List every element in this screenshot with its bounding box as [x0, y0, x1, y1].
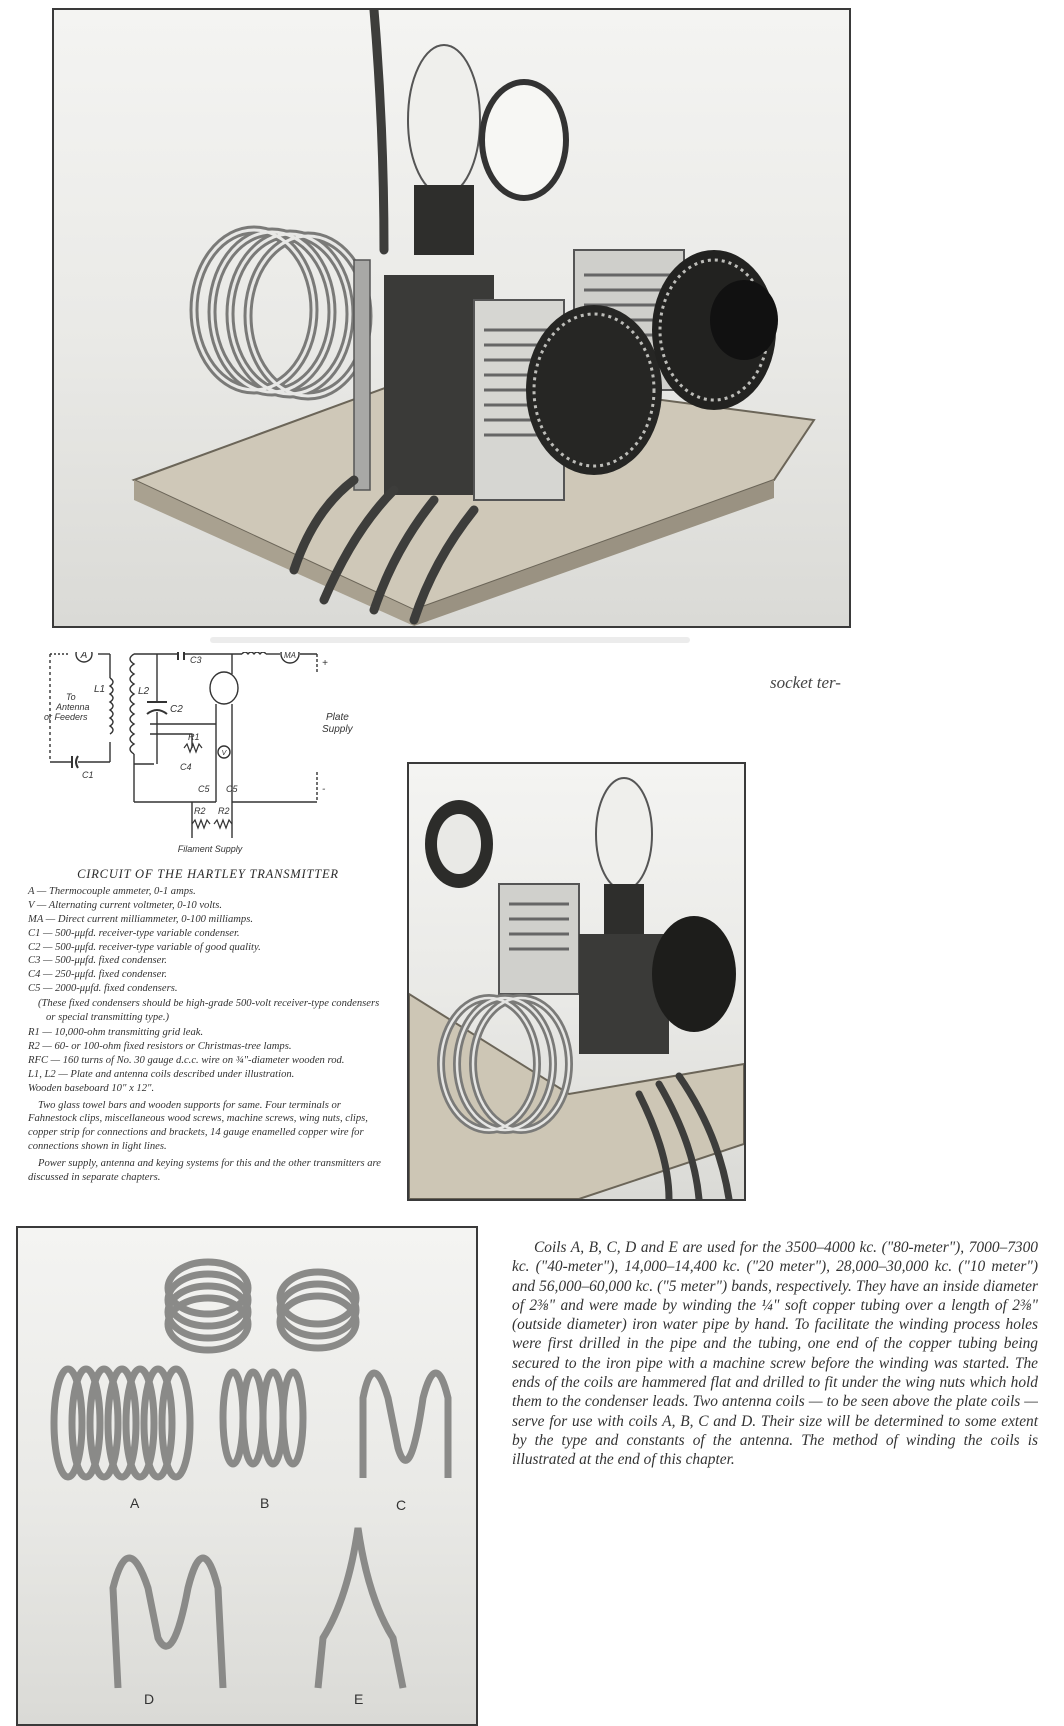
parts-list-title: CIRCUIT OF THE HARTLEY TRANSMITTER [77, 867, 339, 881]
transmitter-rear-illustration [409, 777, 744, 1199]
parts-item: C1 — 500-μμfd. receiver-type variable co… [28, 927, 240, 939]
hartley-circuit-schematic: A MA V C3 L1 L2 C2 R1 C4 C5 C5 R2 R2 C1 … [42, 652, 372, 862]
hartley-transmitter-photo [52, 8, 851, 628]
parts-item: A — Thermocouple ammeter, 0-1 amps. [28, 885, 196, 897]
label-plate-2: Supply [322, 724, 354, 735]
parts-item: R2 — 60- or 100-ohm fixed resistors or C… [28, 1040, 292, 1052]
parts-paragraph: Power supply, antenna and keying systems… [28, 1158, 381, 1184]
faded-caption-strip [210, 637, 690, 643]
parts-paragraph: Two glass towel bars and wooden supports… [28, 1099, 368, 1153]
label-c5-left: C5 [198, 784, 210, 794]
label-c1: C1 [82, 770, 94, 780]
parts-item: C2 — 500-μμfd. receiver-type variable of… [28, 941, 261, 953]
parts-item: MA — Direct current milliammeter, 0-100 … [28, 913, 253, 925]
label-milliammeter: MA [284, 652, 296, 660]
label-c5-right: C5 [226, 784, 238, 794]
label-c2: C2 [170, 704, 183, 715]
label-voltmeter: V [222, 750, 228, 757]
parts-item: RFC — 160 turns of No. 30 gauge d.c.c. w… [28, 1054, 345, 1066]
label-l1: L1 [94, 684, 105, 695]
coils-illustration: A B C D E [50, 1258, 452, 1707]
coil-label: E [354, 1691, 363, 1707]
label-c4: C4 [180, 762, 192, 772]
coil-label: D [144, 1691, 154, 1707]
parts-item: C3 — 500-μμfd. fixed condenser. [28, 955, 167, 967]
transmitter-illustration [131, 10, 816, 626]
parts-note: (These fixed condensers should be high-g… [38, 998, 380, 1024]
transmitter-rear-view-photo [407, 762, 746, 1201]
parts-list: CIRCUIT OF THE HARTLEY TRANSMITTER A — T… [28, 867, 388, 1185]
parts-item: V — Alternating current voltmeter, 0-10 … [28, 899, 223, 911]
label-ammeter: A [80, 652, 88, 661]
coil-label: C [396, 1497, 406, 1513]
label-minus: - [322, 784, 326, 795]
label-l2: L2 [138, 686, 150, 697]
parts-item: R1 — 10,000-ohm transmitting grid leak. [28, 1026, 204, 1038]
label-antenna-2: Antenna [55, 702, 90, 712]
label-plate-1: Plate [326, 712, 349, 723]
coil-label: B [260, 1495, 269, 1511]
parts-item: Wooden baseboard 10" x 12". [28, 1082, 155, 1094]
label-r2-left: R2 [194, 806, 206, 816]
coil-label: A [130, 1495, 140, 1511]
parts-item: C5 — 2000-μμfd. fixed condensers. [28, 983, 178, 995]
label-c3: C3 [190, 655, 202, 665]
label-plus: + [322, 658, 328, 669]
parts-item: L1, L2 — Plate and antenna coils describ… [28, 1068, 295, 1080]
plate-coils-photo: A B C D E [16, 1226, 478, 1726]
label-antenna-3: or Feeders [44, 712, 88, 722]
parts-item: C4 — 250-μμfd. fixed condenser. [28, 969, 167, 981]
label-r1: R1 [188, 732, 200, 742]
coil-description: Coils A, B, C, D and E are used for the … [512, 1239, 1038, 1469]
label-antenna-1: To [66, 692, 76, 702]
label-filament: Filament Supply [178, 844, 243, 854]
fragment-text: socket ter- [770, 673, 841, 692]
label-r2-right: R2 [218, 806, 230, 816]
